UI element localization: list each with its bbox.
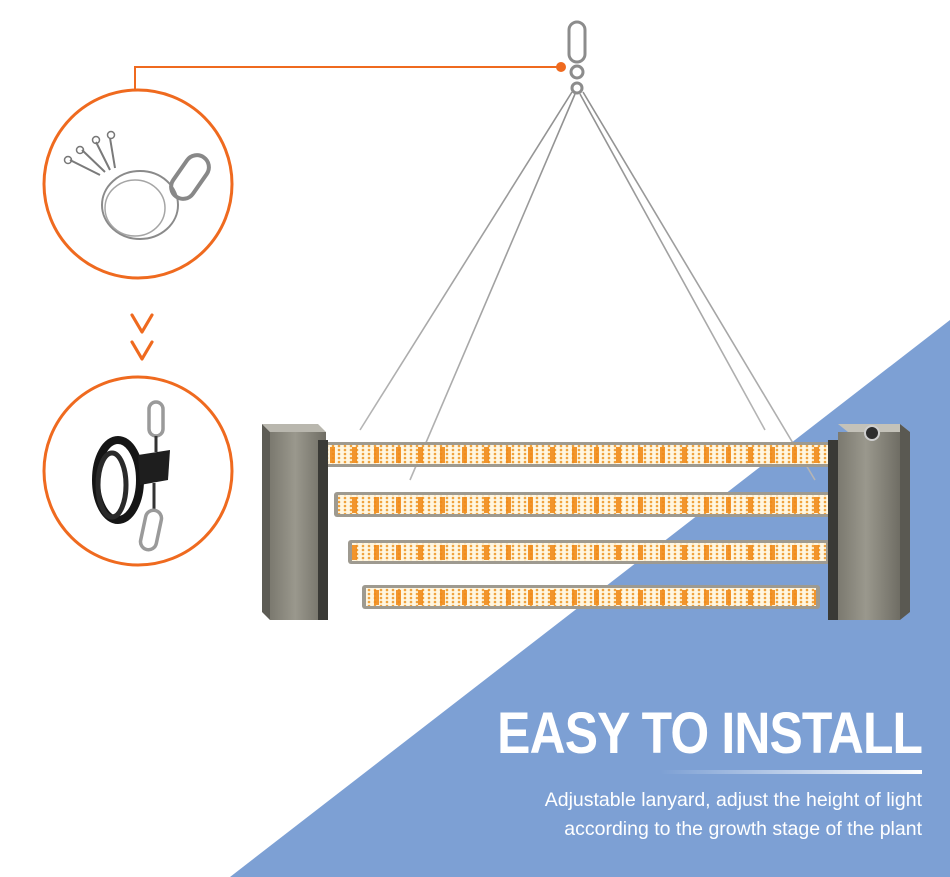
led-bar bbox=[362, 585, 820, 609]
dimmer-knob-icon bbox=[864, 425, 880, 441]
callout-leader-line bbox=[134, 66, 560, 90]
subtitle-line-2: according to the growth stage of the pla… bbox=[564, 818, 922, 840]
left-driver-housing bbox=[262, 424, 328, 620]
double-chevron-down-icon bbox=[130, 313, 154, 361]
headline: EASY TO INSTALL bbox=[497, 701, 923, 766]
headline-underline bbox=[660, 770, 922, 774]
led-light-bars bbox=[318, 442, 848, 609]
subtitle-line-1: Adjustable lanyard, adjust the height of… bbox=[544, 789, 922, 811]
steel-wire-hanger-icon bbox=[42, 88, 234, 280]
led-bar bbox=[348, 540, 830, 564]
right-driver-housing bbox=[828, 424, 910, 620]
led-bar bbox=[334, 492, 838, 517]
callout-anchor-dot bbox=[556, 62, 566, 72]
led-bar bbox=[318, 442, 848, 467]
carabiner-hook-icon bbox=[567, 20, 587, 95]
support-wires bbox=[359, 91, 816, 481]
rope-ratchet-hanger-icon bbox=[42, 375, 234, 567]
